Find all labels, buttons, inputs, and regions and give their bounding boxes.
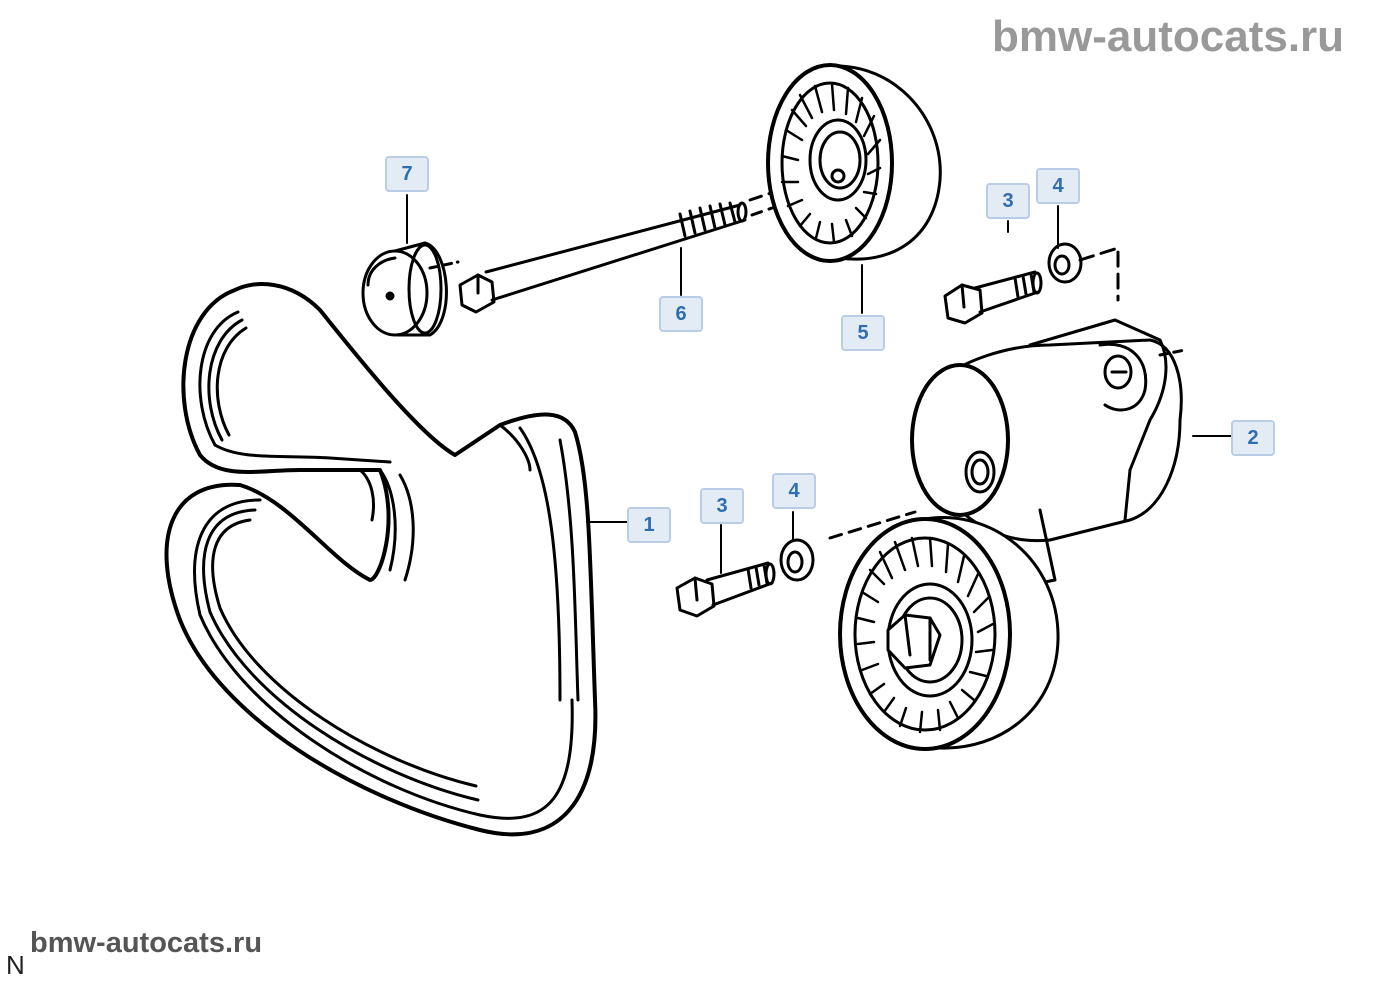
callout-2[interactable]: 2 bbox=[1231, 420, 1275, 456]
lower-washer bbox=[779, 538, 815, 582]
callout-4-lower[interactable]: 4 bbox=[772, 473, 816, 509]
watermark-top: bmw-autocats.ru bbox=[992, 12, 1345, 61]
upper-washer bbox=[1047, 242, 1120, 302]
guide-pulley bbox=[766, 63, 942, 263]
belt-tensioner bbox=[910, 318, 1187, 587]
upper-hex-bolt bbox=[943, 270, 1043, 325]
callout-1[interactable]: 1 bbox=[627, 507, 671, 543]
tension-pulley bbox=[828, 510, 1060, 751]
callout-6[interactable]: 6 bbox=[659, 296, 703, 332]
ribbed-v-belt bbox=[164, 282, 598, 837]
watermark-bottom: bmw-autocats.ru bbox=[30, 927, 263, 959]
callout-3-lower[interactable]: 3 bbox=[700, 488, 744, 524]
lower-hex-bolt bbox=[675, 561, 776, 618]
callout-5[interactable]: 5 bbox=[841, 315, 885, 351]
pulley-cap bbox=[361, 241, 448, 337]
callout-3-upper[interactable]: 3 bbox=[986, 183, 1030, 219]
long-hex-bolt bbox=[428, 188, 782, 314]
callout-4-upper[interactable]: 4 bbox=[1036, 168, 1080, 204]
corner-mark: N bbox=[6, 950, 25, 980]
callout-7[interactable]: 7 bbox=[385, 156, 429, 192]
